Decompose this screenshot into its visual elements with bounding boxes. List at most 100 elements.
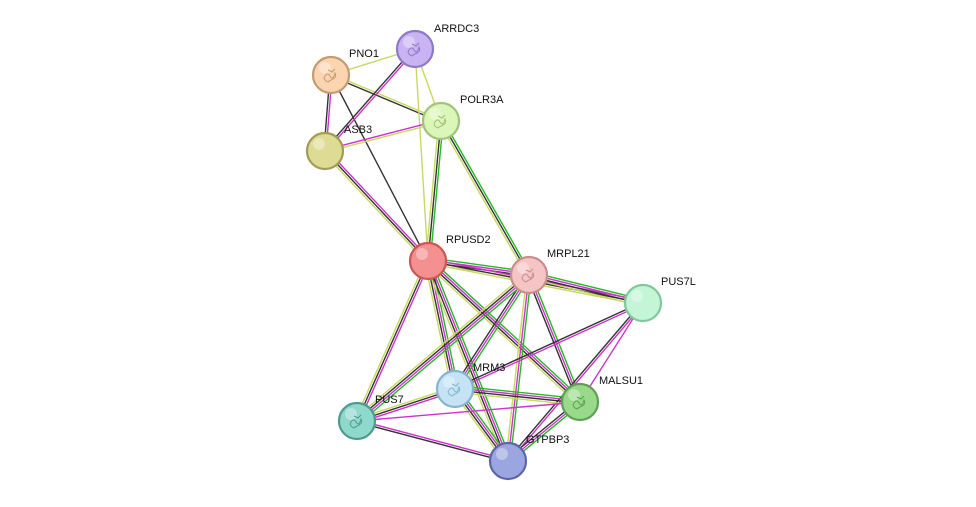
- edge-pno1-rpusd2[interactable]: [330, 74, 429, 262]
- edge-mrpl21-malsu1[interactable]: [526, 273, 583, 404]
- edge-evidence-yellow: [527, 277, 643, 307]
- node-circle: [305, 131, 345, 171]
- edge-evidence-magenta: [325, 148, 431, 261]
- edge-evidence-magenta: [428, 259, 510, 462]
- edge-evidence-magenta: [508, 303, 645, 463]
- edge-evidence-black: [440, 120, 530, 276]
- node-circle: [488, 441, 528, 481]
- edge-evidence-magenta: [324, 119, 442, 151]
- node-asb3[interactable]: ASB3: [305, 124, 372, 171]
- edge-polr3a-rpusd2[interactable]: [425, 120, 444, 262]
- node-highlight: [416, 248, 428, 260]
- protein-structure-icon: [349, 414, 363, 429]
- edge-evidence-black: [528, 275, 644, 305]
- edge-evidence-magenta: [528, 273, 644, 303]
- edge-mrpl21-pus7l[interactable]: [527, 271, 645, 307]
- edge-rpusd2-malsu1[interactable]: [425, 257, 583, 406]
- edge-evidence-black: [356, 421, 509, 463]
- node-polr3a[interactable]: POLR3A: [421, 94, 504, 141]
- edge-evidence-black: [526, 275, 579, 404]
- node-circle: [509, 255, 549, 295]
- edge-evidence-black: [454, 389, 581, 404]
- edge-pus7l-mrm3[interactable]: [453, 301, 645, 391]
- edge-evidence-yellow: [438, 121, 528, 277]
- edge-evidence-black: [323, 47, 415, 151]
- edge-rpusd2-pus7[interactable]: [354, 259, 431, 423]
- edge-evidence-yellow: [354, 259, 427, 421]
- edge-evidence-magenta: [325, 49, 417, 153]
- node-highlight: [313, 138, 325, 150]
- edge-polr3a-mrpl21[interactable]: [438, 119, 532, 277]
- edge-pus7-gtpbp3[interactable]: [356, 419, 509, 463]
- edge-mrpl21-pus7[interactable]: [354, 271, 532, 425]
- node-label: ASB3: [344, 124, 372, 136]
- node-label: PUS7L: [661, 276, 696, 288]
- edge-evidence-magenta: [358, 261, 431, 423]
- edge-evidence-green: [529, 271, 645, 301]
- edge-arrdc3-rpusd2[interactable]: [414, 48, 429, 262]
- edge-evidence-black: [453, 301, 644, 389]
- node-rpusd2[interactable]: RPUSD2: [408, 234, 491, 281]
- node-label: GTPBP3: [526, 434, 569, 446]
- edge-evidence-black: [426, 260, 455, 390]
- node-label: ARRDC3: [434, 23, 479, 35]
- node-pus7l[interactable]: PUS7L: [623, 276, 696, 323]
- protein-structure-icon: [433, 114, 447, 129]
- edge-evidence-yellow: [424, 260, 453, 391]
- edge-pus7l-gtpbp3[interactable]: [506, 301, 645, 463]
- edge-asb3-rpusd2[interactable]: [322, 148, 431, 264]
- node-circle: [408, 241, 448, 281]
- node-circle: [560, 382, 600, 422]
- node-label: PUS7: [375, 394, 404, 406]
- node-circle: [311, 55, 351, 95]
- edge-pno1-polr3a[interactable]: [329, 73, 443, 123]
- edge-mrpl21-mrm3[interactable]: [452, 273, 532, 391]
- edge-evidence-yellow: [414, 48, 429, 262]
- node-highlight: [319, 62, 331, 74]
- node-highlight: [517, 262, 529, 274]
- edge-evidence-green: [530, 273, 583, 402]
- node-arrdc3[interactable]: ARRDC3: [395, 23, 479, 69]
- protein-structure-icon: [521, 268, 535, 283]
- edge-evidence-magenta: [454, 387, 581, 402]
- edge-evidence-magenta: [357, 275, 531, 423]
- edge-evidence-magenta: [579, 302, 644, 403]
- edge-evidence-black: [330, 74, 429, 262]
- node-circle: [337, 401, 377, 441]
- edge-evidence-black: [427, 120, 442, 262]
- edge-evidence-yellow: [424, 261, 506, 463]
- edge-evidence-green: [509, 274, 532, 462]
- edge-evidence-yellow: [322, 151, 428, 264]
- edge-evidence-black: [324, 150, 429, 262]
- edge-evidence-yellow: [330, 73, 443, 121]
- edge-pus7l-malsu1[interactable]: [579, 302, 644, 403]
- node-mrm3[interactable]: MRM3: [435, 362, 505, 409]
- edge-evidence-green: [429, 120, 444, 262]
- edge-polr3a-asb3[interactable]: [324, 119, 442, 153]
- node-circle: [421, 101, 461, 141]
- node-pno1[interactable]: PNO1: [311, 48, 379, 95]
- node-malsu1[interactable]: MALSU1: [560, 375, 643, 422]
- node-highlight: [631, 290, 643, 302]
- edge-arrdc3-asb3[interactable]: [323, 47, 417, 153]
- edge-malsu1-pus7[interactable]: [356, 401, 581, 422]
- edge-evidence-yellow: [354, 271, 528, 420]
- protein-structure-icon: [447, 382, 461, 397]
- edge-mrpl21-gtpbp3[interactable]: [505, 274, 532, 462]
- edge-evidence-green: [456, 275, 532, 391]
- node-label: RPUSD2: [446, 234, 491, 246]
- node-gtpbp3[interactable]: GTPBP3: [488, 434, 569, 481]
- node-pus7[interactable]: PUS7: [337, 394, 404, 441]
- protein-structure-icon: [323, 68, 337, 83]
- edge-evidence-green: [358, 276, 532, 425]
- edge-evidence-magenta: [356, 419, 509, 461]
- node-label: POLR3A: [460, 94, 504, 106]
- node-highlight: [443, 376, 455, 388]
- node-highlight: [496, 448, 508, 460]
- edge-rpusd2-gtpbp3[interactable]: [424, 259, 512, 463]
- node-mrpl21[interactable]: MRPL21: [509, 248, 590, 295]
- edge-evidence-yellow: [425, 262, 579, 406]
- edge-evidence-magenta: [428, 259, 582, 402]
- edge-evidence-black: [356, 260, 429, 422]
